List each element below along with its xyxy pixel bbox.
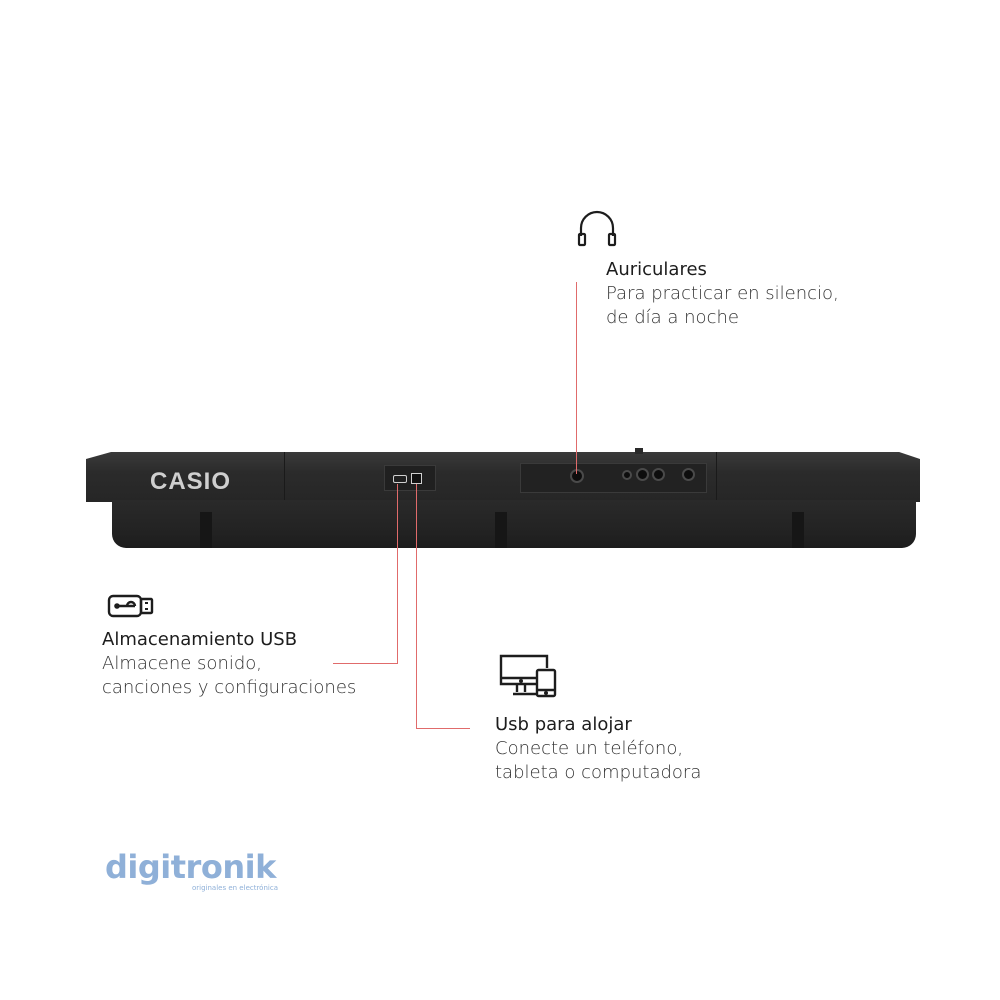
panel-seam: [716, 452, 717, 502]
keyboard-base: [112, 500, 916, 548]
brand-logo: CASIO: [150, 468, 232, 495]
keyboard-foot: [792, 512, 804, 548]
logo-tagline: originales en electrónica: [192, 884, 278, 892]
usb-port-panel: [384, 465, 436, 491]
headphones-connector-line: [576, 282, 577, 474]
feature-description: de día a noche: [606, 307, 739, 328]
feature-description: Conecte un teléfono,: [495, 738, 684, 759]
power-jack: [682, 468, 695, 481]
keyboard-foot: [200, 512, 212, 548]
jack-panel: [520, 463, 707, 493]
devices-icon: [499, 654, 559, 698]
feature-title: Usb para alojar: [495, 714, 632, 735]
headphone-jack: [570, 469, 584, 483]
keyboard-foot: [495, 512, 507, 548]
feature-description: tableta o computadora: [495, 762, 702, 783]
audio-jack: [636, 468, 649, 481]
panel-seam: [284, 452, 285, 502]
panel-knob: [635, 448, 643, 454]
feature-title: Almacenamiento USB: [102, 629, 298, 650]
audio-jack: [622, 470, 632, 480]
feature-usb-storage: Almacenamiento USB Almacene sonido, canc…: [102, 628, 356, 700]
feature-description: canciones y configuraciones: [102, 677, 357, 698]
keyboard-top-panel: [86, 452, 920, 502]
feature-headphones: Auriculares Para practicar en silencio, …: [606, 258, 839, 330]
feature-description: Para practicar en silencio,: [606, 283, 839, 304]
usb-host-connector-line: [416, 728, 470, 729]
usb-b-port: [411, 473, 422, 484]
usb-a-port: [393, 475, 407, 483]
audio-jack: [652, 468, 665, 481]
digitronik-logo: digitronik: [105, 848, 276, 886]
headphones-icon: [577, 210, 617, 248]
usb-host-connector-line: [416, 484, 417, 729]
feature-description: Almacene sonido,: [102, 653, 263, 674]
usb-storage-connector-line: [333, 663, 398, 664]
feature-usb-host: Usb para alojar Conecte un teléfono, tab…: [495, 713, 701, 785]
usb-drive-icon: [107, 594, 155, 618]
feature-title: Auriculares: [606, 259, 707, 280]
usb-storage-connector-line: [397, 484, 398, 664]
